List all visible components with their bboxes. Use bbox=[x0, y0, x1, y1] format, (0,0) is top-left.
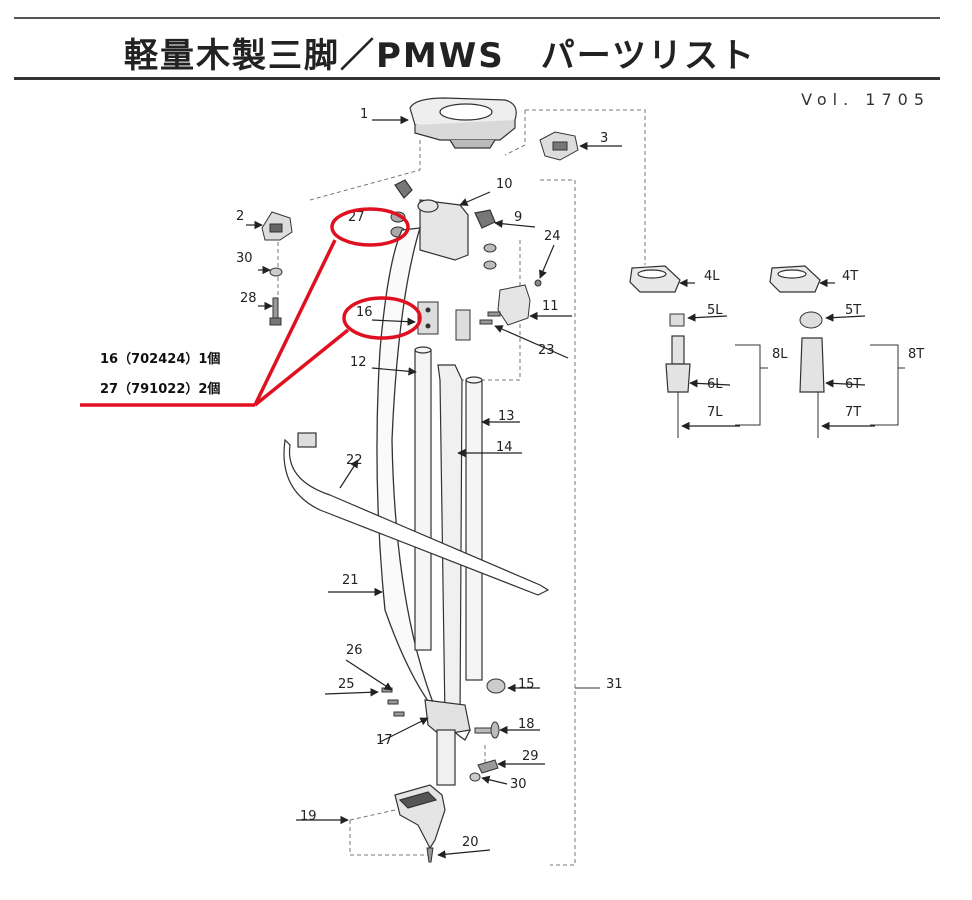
callout-20: 20 bbox=[462, 835, 479, 850]
part-11-bracket bbox=[497, 279, 542, 326]
bracket-8T bbox=[870, 344, 905, 426]
header-top-rule bbox=[14, 17, 940, 19]
part-23-screws bbox=[479, 311, 501, 325]
highlight-circle-16 bbox=[342, 296, 422, 340]
part-5T-collar bbox=[799, 311, 823, 329]
callout-24: 24 bbox=[544, 229, 561, 244]
part-10-hinge bbox=[394, 179, 496, 261]
callout-12: 12 bbox=[350, 355, 367, 370]
part-6T-grip bbox=[799, 337, 825, 393]
part-6L-grip bbox=[665, 335, 691, 393]
callout-13: 13 bbox=[498, 409, 515, 424]
callout-23: 23 bbox=[538, 343, 555, 358]
nut-stack bbox=[483, 243, 497, 270]
callout-10: 10 bbox=[496, 177, 513, 192]
part-16-plate bbox=[417, 301, 471, 341]
part-1-head bbox=[409, 97, 517, 149]
callout-22: 22 bbox=[346, 453, 363, 468]
part-30-washer-bottom bbox=[469, 772, 481, 782]
callout-2: 2 bbox=[236, 209, 244, 224]
part-30-washer-top bbox=[269, 267, 283, 277]
callout-7T: 7T bbox=[845, 405, 861, 420]
callout-5T: 5T bbox=[845, 303, 861, 318]
highlight-pointer-27 bbox=[253, 239, 337, 406]
part-28-bolt bbox=[269, 297, 282, 326]
part-25-26-screws bbox=[381, 687, 405, 717]
callout-21: 21 bbox=[342, 573, 359, 588]
part-29-bolt bbox=[477, 759, 499, 774]
callout-4T: 4T bbox=[842, 269, 858, 284]
callout-18: 18 bbox=[518, 717, 535, 732]
callout-6L: 6L bbox=[707, 377, 723, 392]
part-5L-collar bbox=[669, 313, 685, 327]
callout-30a: 30 bbox=[236, 251, 253, 266]
callout-27: 27 bbox=[348, 210, 365, 225]
part-17-bracket bbox=[424, 699, 471, 786]
callout-9: 9 bbox=[514, 210, 522, 225]
volume-label: Vol. 1705 bbox=[801, 90, 930, 109]
callout-15: 15 bbox=[518, 677, 535, 692]
part-13-leg bbox=[465, 376, 483, 681]
part-3-clamp bbox=[539, 131, 579, 161]
callout-28: 28 bbox=[240, 291, 257, 306]
callout-8T: 8T bbox=[908, 347, 924, 362]
part-4L-holder bbox=[629, 265, 681, 293]
callout-29: 29 bbox=[522, 749, 539, 764]
callout-19: 19 bbox=[300, 809, 317, 824]
part-18-knob bbox=[474, 721, 500, 739]
header-bottom-rule bbox=[14, 77, 940, 80]
part-note-16: 16（702424）1個 bbox=[100, 352, 221, 367]
page-title: 軽量木製三脚／PMWS パーツリスト bbox=[123, 36, 757, 76]
callout-11: 11 bbox=[542, 299, 559, 314]
leader-arrows bbox=[246, 115, 875, 859]
part-20-spike bbox=[426, 847, 434, 863]
highlight-pointer-16 bbox=[253, 328, 350, 407]
callout-1: 1 bbox=[360, 107, 368, 122]
callout-26: 26 bbox=[346, 643, 363, 658]
part-4T-holder bbox=[769, 265, 821, 293]
part-22-strap bbox=[283, 432, 550, 596]
callout-30b: 30 bbox=[510, 777, 527, 792]
callout-6T: 6T bbox=[845, 377, 861, 392]
part-12-leg bbox=[414, 346, 432, 651]
part-15-cap bbox=[486, 678, 506, 694]
callout-7L: 7L bbox=[707, 405, 723, 420]
bracket-8L bbox=[735, 344, 768, 426]
callout-5L: 5L bbox=[707, 303, 723, 318]
callout-17: 17 bbox=[376, 733, 393, 748]
part-19-foot bbox=[394, 784, 446, 850]
callout-8L: 8L bbox=[772, 347, 788, 362]
callout-4L: 4L bbox=[704, 269, 720, 284]
callout-3: 3 bbox=[600, 131, 608, 146]
highlight-circle-27 bbox=[330, 207, 410, 247]
callout-16: 16 bbox=[356, 305, 373, 320]
part-2-clamp bbox=[261, 211, 293, 241]
callout-31: 31 bbox=[606, 677, 623, 692]
callout-14: 14 bbox=[496, 440, 513, 455]
part-note-27: 27（791022）2個 bbox=[100, 382, 221, 397]
highlight-markup bbox=[80, 207, 422, 407]
callout-labels: 1 2 3 4L 4T 5L 5T 6L 6T 7L 7T 8L 8T 9 10… bbox=[236, 107, 924, 850]
callout-25: 25 bbox=[338, 677, 355, 692]
